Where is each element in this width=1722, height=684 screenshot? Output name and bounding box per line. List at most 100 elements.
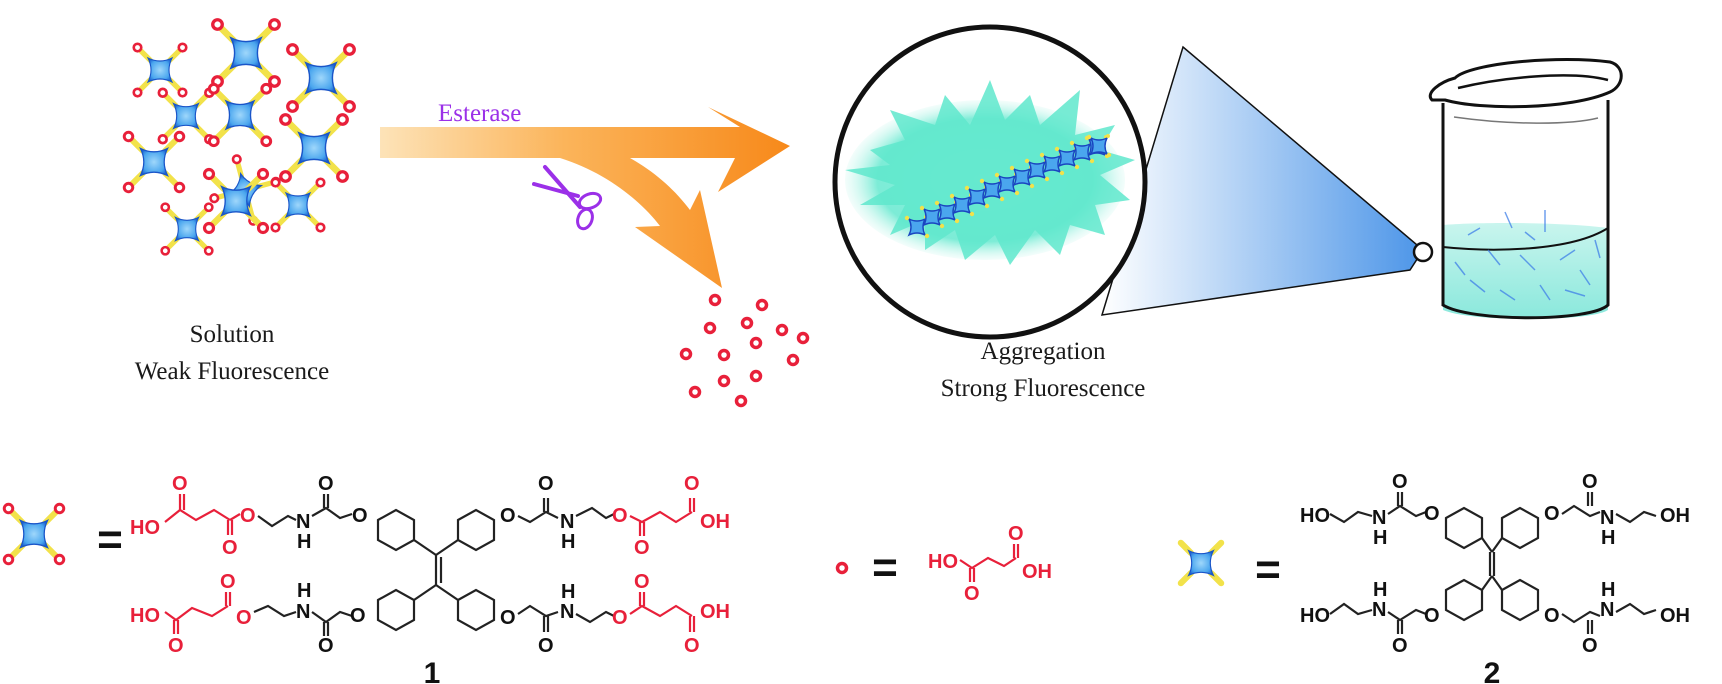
equals-sign: = xyxy=(872,543,898,592)
atom-label: H xyxy=(561,531,575,553)
zoom-cone xyxy=(1100,45,1424,316)
atom-label: O xyxy=(1582,635,1598,657)
esterase-label: Esterase xyxy=(438,100,521,127)
atom-label: O xyxy=(538,635,554,657)
compound-1-structure: HO O O O N H O O HO O O O N H O O xyxy=(130,473,730,657)
aggregation-label: Aggregation xyxy=(981,338,1106,365)
atom-label: O xyxy=(1582,471,1598,493)
atom-label: N xyxy=(1372,599,1386,621)
red-circle-icon xyxy=(703,321,717,335)
atom-label: O xyxy=(220,571,236,593)
atom-label: HO xyxy=(1300,505,1330,527)
released-acid-units xyxy=(679,293,810,408)
atom-label: HO xyxy=(928,551,958,573)
compound-2-structure: HO N H O O O O N H OH HO N H O O O xyxy=(1300,471,1690,657)
compound-1-number: 1 xyxy=(424,657,441,684)
molecule-2-legend-icon xyxy=(1181,543,1221,583)
fluorescence-burst xyxy=(845,80,1135,265)
atom-label: O xyxy=(500,607,516,629)
molecule-1-icon xyxy=(209,84,270,145)
atom-label: O xyxy=(538,473,554,495)
atom-label: HO xyxy=(130,605,160,627)
atom-label: O xyxy=(1544,605,1560,627)
red-circle-icon xyxy=(796,331,810,345)
atom-label: O xyxy=(684,635,700,657)
atom-label: O xyxy=(1544,503,1560,525)
red-circle-icon xyxy=(688,385,702,399)
solution-molecules xyxy=(124,20,354,255)
atom-label: HO xyxy=(1300,605,1330,627)
atom-label: O xyxy=(352,505,368,527)
atom-label: O xyxy=(168,635,184,657)
equals-sign: = xyxy=(97,515,123,564)
atom-label: O xyxy=(612,607,628,629)
red-circle-icon xyxy=(679,347,693,361)
atom-label: N xyxy=(560,511,574,533)
magnifier-circle-icon xyxy=(832,24,1148,340)
atom-label: O xyxy=(684,473,700,495)
molecule-1-icon xyxy=(272,179,325,232)
equals-sign: = xyxy=(1255,545,1281,594)
atom-label: O xyxy=(1424,605,1440,627)
atom-label: N xyxy=(1372,507,1386,529)
atom-label: N xyxy=(296,601,310,623)
atom-label: OH xyxy=(700,511,730,533)
atom-label: O xyxy=(222,537,238,559)
red-circle-icon xyxy=(775,323,789,337)
atom-label: O xyxy=(350,605,366,627)
atom-label: N xyxy=(1600,599,1614,621)
atom-label: H xyxy=(297,531,311,553)
atom-label: OH xyxy=(1660,505,1690,527)
atom-label: OH xyxy=(1022,561,1052,583)
red-circle-legend-icon xyxy=(835,561,849,575)
molecule-1-icon xyxy=(281,115,348,182)
molecule-1-icon xyxy=(213,20,280,87)
molecule-1-icon xyxy=(124,132,184,192)
molecule-1-icon xyxy=(288,45,355,112)
atom-label: H xyxy=(1373,579,1387,601)
atom-label: H xyxy=(1601,579,1615,601)
red-circle-icon xyxy=(786,353,800,367)
compound-2-number: 2 xyxy=(1484,657,1501,684)
red-circle-icon xyxy=(755,298,769,312)
atom-label: O xyxy=(1392,635,1408,657)
atom-label: O xyxy=(1392,471,1408,493)
molecule-1-legend-icon xyxy=(4,504,64,564)
atom-label: O xyxy=(634,537,650,559)
molecule-1-icon xyxy=(159,89,213,143)
atom-label: O xyxy=(240,505,256,527)
fiber-particles xyxy=(1454,210,1601,301)
red-circle-icon xyxy=(717,348,731,362)
atom-label: H xyxy=(1601,527,1615,549)
red-circle-icon xyxy=(734,394,748,408)
atom-label: O xyxy=(964,583,980,605)
atom-label: O xyxy=(634,571,650,593)
atom-label: O xyxy=(1424,503,1440,525)
atom-label: N xyxy=(560,601,574,623)
solution-label: Solution xyxy=(190,321,275,348)
atom-label: HO xyxy=(130,517,160,539)
atom-label: O xyxy=(236,607,252,629)
atom-label: O xyxy=(500,505,516,527)
reaction-arrow xyxy=(380,107,790,288)
atom-label: O xyxy=(318,473,334,495)
red-circle-icon xyxy=(740,316,754,330)
beaker-icon xyxy=(1412,57,1623,320)
succinic-acid-structure: HO O O OH xyxy=(928,523,1052,605)
atom-label: O xyxy=(1008,523,1024,545)
atom-label: N xyxy=(296,511,310,533)
atom-label: O xyxy=(172,473,188,495)
atom-label: O xyxy=(318,635,334,657)
red-circle-icon xyxy=(708,293,722,307)
strong-fluorescence-label: Strong Fluorescence xyxy=(941,375,1146,402)
red-circle-icon xyxy=(717,374,731,388)
red-circle-icon xyxy=(749,336,763,350)
atom-label: OH xyxy=(700,601,730,623)
red-circle-icon xyxy=(749,369,763,383)
atom-label: O xyxy=(612,505,628,527)
atom-label: N xyxy=(1600,507,1614,529)
scissors-icon xyxy=(532,165,603,231)
atom-label: H xyxy=(297,580,311,602)
atom-label: H xyxy=(1373,527,1387,549)
